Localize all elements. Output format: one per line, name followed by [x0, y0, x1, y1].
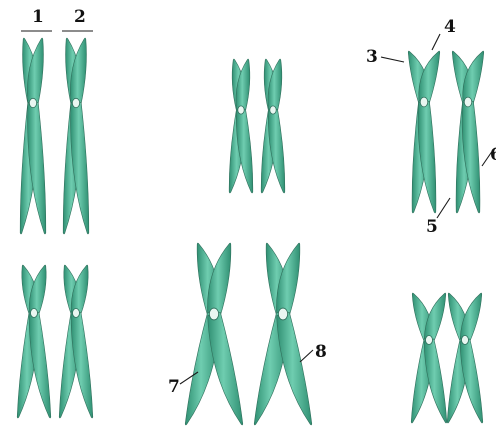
chromatid-arm: [71, 265, 88, 314]
centromere: [238, 106, 244, 114]
centromere: [209, 308, 218, 320]
chromosome-e2: [452, 51, 484, 213]
label-2: 2: [74, 7, 86, 27]
centromere: [72, 98, 79, 107]
chromatid-arm: [71, 103, 89, 234]
chromatid-arm: [208, 312, 243, 425]
chromosome-d2: [254, 243, 312, 425]
label-3: 3: [366, 47, 378, 67]
chromatid-arm: [29, 265, 46, 314]
label-7: 7: [168, 377, 180, 397]
label-1: 1: [32, 7, 44, 27]
chromatid-arm: [462, 101, 480, 213]
centromere: [29, 98, 36, 107]
centromere: [73, 309, 80, 318]
chromatid-arm: [236, 109, 252, 193]
centromere: [270, 106, 276, 114]
centromere: [464, 97, 472, 107]
chromosome-c2: [261, 59, 285, 193]
centromere: [31, 309, 38, 318]
chromatid-arm: [419, 51, 440, 104]
chromosome-b2: [59, 265, 93, 418]
chromatid-arm: [28, 103, 46, 234]
label-6: 6: [490, 145, 496, 165]
leader-3: [381, 57, 404, 62]
centromere: [420, 97, 428, 107]
chromatid-arm: [276, 243, 299, 315]
leader-5: [437, 198, 450, 218]
chromosome-a2: [63, 38, 89, 234]
label-8: 8: [315, 342, 327, 362]
chromosome-b1: [17, 265, 51, 418]
leader-4: [432, 34, 440, 50]
chromosome-f2: [447, 293, 483, 423]
chromatid-arm: [277, 312, 312, 425]
chromosome-group: [17, 38, 484, 425]
centromere: [426, 336, 433, 345]
chromatid-arm: [268, 109, 284, 193]
chromatid-arm: [207, 243, 230, 315]
chromosome-a1: [20, 38, 46, 234]
chromosome-e1: [408, 51, 440, 213]
centromere: [278, 308, 287, 320]
chromosome-d1: [185, 243, 243, 425]
label-4: 4: [444, 17, 456, 37]
centromere: [462, 336, 469, 345]
label-5: 5: [426, 217, 438, 237]
chromatid-arm: [418, 101, 436, 213]
chromatid-arm: [463, 51, 484, 104]
leader-8: [300, 350, 313, 362]
chromosome-c1: [229, 59, 253, 193]
chromosome-f1: [411, 293, 447, 423]
